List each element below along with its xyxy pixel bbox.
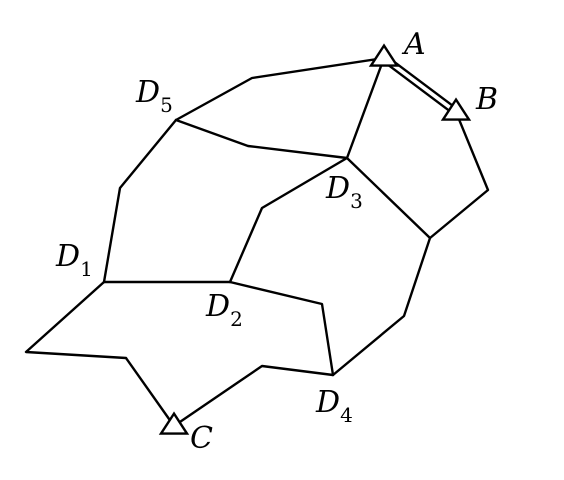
station-markers <box>158 43 472 435</box>
edge-D5-D1 <box>102 118 178 284</box>
edge-R-D4 <box>331 236 432 377</box>
edge-A-D3 <box>345 56 386 160</box>
station-B-triangle-icon <box>440 97 472 121</box>
edge-D5-D3 <box>174 118 349 160</box>
edge-A-B <box>384 54 459 111</box>
label-D3: D3 <box>325 171 363 213</box>
label-D5: D5 <box>135 75 173 117</box>
edge-A-B <box>381 59 456 116</box>
edge-A-D5 <box>174 56 386 122</box>
edge-D3-R <box>345 156 432 240</box>
edge-C-D4 <box>172 364 335 428</box>
label-D2: D2 <box>205 289 243 331</box>
label-A: A <box>401 27 426 62</box>
label-D4: D4 <box>315 385 353 427</box>
station-C-triangle-icon <box>158 411 190 435</box>
label-C: C <box>190 421 213 456</box>
label-B: B <box>475 82 498 117</box>
station-A-triangle-icon <box>368 43 400 67</box>
edge-D1-C <box>24 280 176 428</box>
label-D1: D1 <box>55 239 93 281</box>
edge-D3-D2 <box>228 156 349 284</box>
edge-B-R <box>428 110 490 240</box>
network-edges <box>24 54 490 428</box>
edge-D2-D4 <box>228 280 335 377</box>
